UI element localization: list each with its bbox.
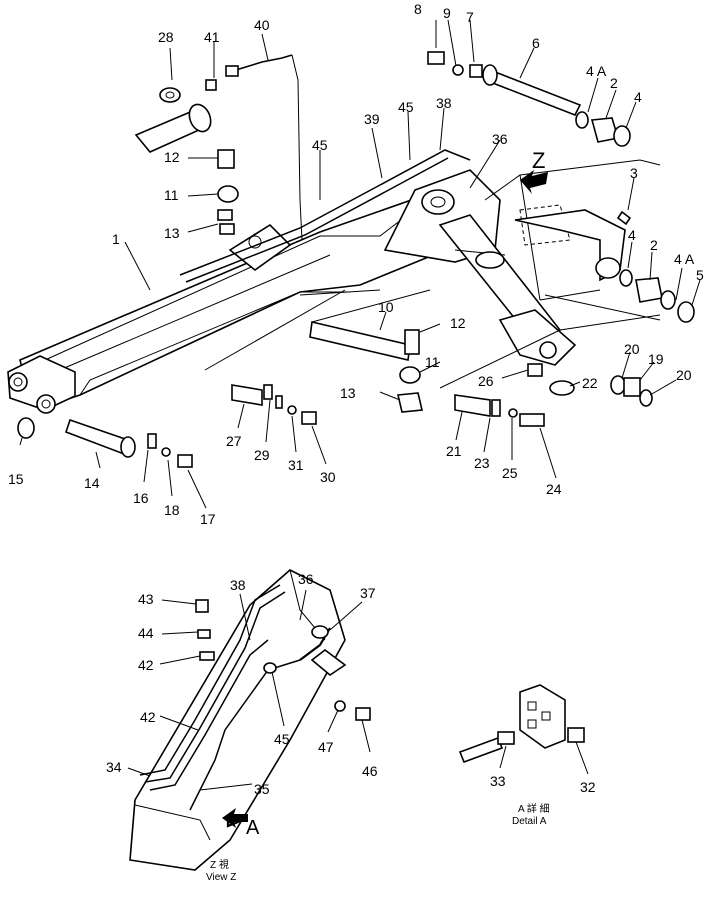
part-label-14: 14 <box>84 475 100 491</box>
part-label-31: 31 <box>288 457 304 473</box>
pin-assembly <box>427 51 695 323</box>
part-label-32: 32 <box>580 779 596 795</box>
part-label-20: 20 <box>624 341 640 357</box>
cylinder-part-group <box>134 54 303 241</box>
part-label-6: 6 <box>532 35 540 51</box>
part-label-43: 43 <box>138 591 154 607</box>
part-label-21: 21 <box>446 443 462 459</box>
part-label-5: 5 <box>696 267 704 283</box>
part-label-18: 18 <box>164 502 180 518</box>
part-label-13: 13 <box>164 225 180 241</box>
view-z-caption: View Z <box>206 872 236 883</box>
view-a-arrow-icon <box>222 808 248 828</box>
part-label-23: 23 <box>474 455 490 471</box>
part-label-40: 40 <box>254 17 270 33</box>
part-label-42: 42 <box>138 657 154 673</box>
part-label-45: 45 <box>312 137 328 153</box>
part-labels: 1 2 2 3 4 4 4 A 4 A 5 6 7 8 9 10 11 11 1… <box>8 1 704 883</box>
view-a-marker: A <box>246 817 260 839</box>
part-label-4a: 4 A <box>674 251 695 267</box>
part-label-1: 1 <box>112 231 120 247</box>
part-label-13: 13 <box>340 385 356 401</box>
leader-lines <box>19 19 701 791</box>
part-label-22: 22 <box>582 375 598 391</box>
detail-a-caption-jp: A 詳 細 <box>518 802 550 815</box>
part-label-36: 36 <box>492 131 508 147</box>
part-label-26: 26 <box>478 373 494 389</box>
part-label-36: 36 <box>298 571 314 587</box>
part-label-42: 42 <box>140 709 156 725</box>
part-label-33: 33 <box>490 773 506 789</box>
detail-a <box>458 684 585 764</box>
part-label-34: 34 <box>106 759 122 775</box>
part-label-4: 4 <box>628 227 636 243</box>
view-z-caption-jp: Z 視 <box>210 858 229 871</box>
part-label-19: 19 <box>648 351 664 367</box>
part-label-16: 16 <box>133 490 149 506</box>
part-label-24: 24 <box>546 481 562 497</box>
part-label-44: 44 <box>138 625 154 641</box>
part-label-46: 46 <box>362 763 378 779</box>
part-label-2: 2 <box>610 75 618 91</box>
part-label-45: 45 <box>274 731 290 747</box>
part-label-30: 30 <box>320 469 336 485</box>
view-z <box>129 569 371 871</box>
part-label-45: 45 <box>398 99 414 115</box>
part-label-9: 9 <box>443 5 451 21</box>
view-z-marker: Z <box>532 148 545 173</box>
part-label-7: 7 <box>466 9 474 25</box>
part-label-39: 39 <box>364 111 380 127</box>
part-label-10: 10 <box>378 299 394 315</box>
part-label-41: 41 <box>204 29 220 45</box>
part-label-35: 35 <box>254 781 270 797</box>
part-label-27: 27 <box>226 433 242 449</box>
part-label-12: 12 <box>164 149 180 165</box>
part-label-47: 47 <box>318 739 334 755</box>
part-label-11: 11 <box>425 354 440 370</box>
part-label-37: 37 <box>360 585 376 601</box>
view-z-arrow-icon <box>520 170 548 194</box>
arm-assembly <box>7 149 661 414</box>
detail-a-caption: Detail A <box>512 816 547 827</box>
part-label-17: 17 <box>200 511 216 527</box>
part-label-29: 29 <box>254 447 270 463</box>
part-label-3: 3 <box>630 165 638 181</box>
part-label-15: 15 <box>8 471 24 487</box>
part-label-38: 38 <box>436 95 452 111</box>
part-label-28: 28 <box>158 29 174 45</box>
part-label-4: 4 <box>634 89 642 105</box>
lower-pin-group <box>17 149 653 468</box>
part-label-2: 2 <box>650 237 658 253</box>
part-label-11: 11 <box>164 187 179 203</box>
part-label-12: 12 <box>450 315 466 331</box>
part-label-25: 25 <box>502 465 518 481</box>
part-label-38: 38 <box>230 577 246 593</box>
part-label-4a: 4 A <box>586 63 607 79</box>
part-label-20: 20 <box>676 367 692 383</box>
part-label-8: 8 <box>414 1 422 17</box>
